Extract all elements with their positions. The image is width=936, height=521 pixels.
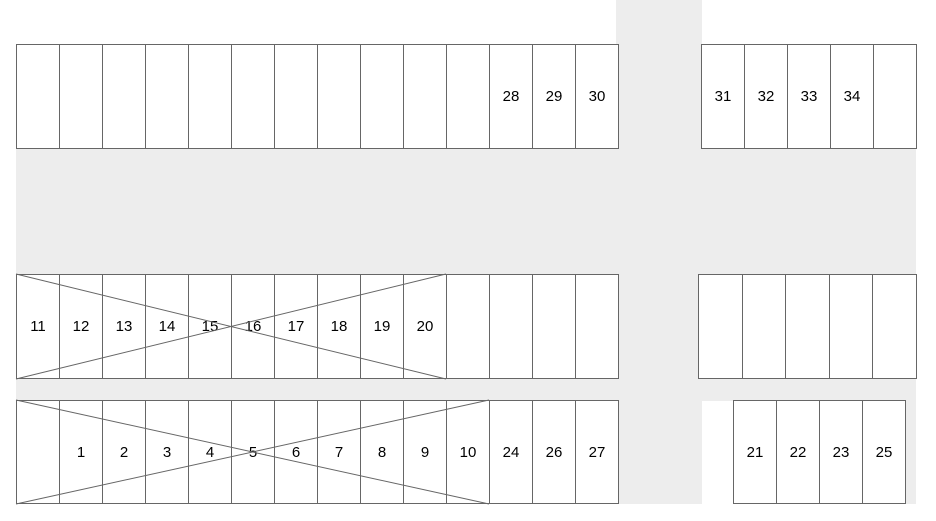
parking-stall-8: 8 bbox=[360, 400, 404, 504]
parking-stall-unnumbered bbox=[828, 274, 874, 379]
parking-stall-1: 1 bbox=[59, 400, 103, 504]
parking-stall-32: 32 bbox=[744, 44, 788, 149]
parking-stall-31: 31 bbox=[701, 44, 745, 149]
parking-stall-24: 24 bbox=[489, 400, 533, 504]
parking-stall-unnumbered bbox=[59, 44, 103, 149]
parking-stall-14: 14 bbox=[145, 274, 189, 379]
aisle-between-rows bbox=[16, 378, 916, 401]
parking-stall-5: 5 bbox=[231, 400, 275, 504]
parking-stall-29: 29 bbox=[532, 44, 576, 149]
parking-row-middle-right bbox=[698, 274, 917, 379]
parking-stall-unnumbered bbox=[16, 44, 60, 149]
parking-stall-9: 9 bbox=[403, 400, 447, 504]
parking-stall-11: 11 bbox=[16, 274, 60, 379]
parking-stall-18: 18 bbox=[317, 274, 361, 379]
parking-stall-unnumbered bbox=[575, 274, 619, 379]
parking-stall-33: 33 bbox=[787, 44, 831, 149]
parking-stall-25: 25 bbox=[862, 400, 906, 504]
parking-stall-7: 7 bbox=[317, 400, 361, 504]
parking-stall-27: 27 bbox=[575, 400, 619, 504]
parking-stall-unnumbered bbox=[188, 44, 232, 149]
parking-stall-17: 17 bbox=[274, 274, 318, 379]
parking-stall-4: 4 bbox=[188, 400, 232, 504]
parking-stall-30: 30 bbox=[575, 44, 619, 149]
parking-stall-unnumbered bbox=[446, 44, 490, 149]
parking-stall-unnumbered bbox=[102, 44, 146, 149]
parking-stall-unnumbered bbox=[403, 44, 447, 149]
parking-stall-unnumbered bbox=[446, 274, 490, 379]
parking-stall-unnumbered bbox=[16, 400, 60, 504]
parking-stall-unnumbered bbox=[231, 44, 275, 149]
parking-stall-unnumbered bbox=[274, 44, 318, 149]
parking-stall-21: 21 bbox=[733, 400, 777, 504]
driveway-horizontal bbox=[16, 148, 916, 275]
parking-stall-unnumbered bbox=[532, 274, 576, 379]
parking-stall-23: 23 bbox=[819, 400, 863, 504]
parking-stall-3: 3 bbox=[145, 400, 189, 504]
parking-stall-unnumbered bbox=[741, 274, 787, 379]
parking-stall-6: 6 bbox=[274, 400, 318, 504]
parking-stall-unnumbered bbox=[785, 274, 830, 379]
parking-stall-19: 19 bbox=[360, 274, 404, 379]
parking-stall-2: 2 bbox=[102, 400, 146, 504]
parking-stall-34: 34 bbox=[830, 44, 874, 149]
right-edge-paving bbox=[905, 378, 916, 504]
parking-stall-unnumbered bbox=[873, 44, 917, 149]
parking-stall-unnumbered bbox=[145, 44, 189, 149]
parking-stall-26: 26 bbox=[532, 400, 576, 504]
parking-stall-20: 20 bbox=[403, 274, 447, 379]
parking-stall-12: 12 bbox=[59, 274, 103, 379]
parking-stall-16: 16 bbox=[231, 274, 275, 379]
parking-stall-unnumbered bbox=[317, 44, 361, 149]
parking-stall-unnumbered bbox=[872, 274, 917, 379]
parking-stall-15: 15 bbox=[188, 274, 232, 379]
parking-stall-28: 28 bbox=[489, 44, 533, 149]
parking-stall-22: 22 bbox=[776, 400, 820, 504]
parking-stall-unnumbered bbox=[489, 274, 533, 379]
parking-stall-13: 13 bbox=[102, 274, 146, 379]
parking-stall-unnumbered bbox=[360, 44, 404, 149]
parking-stall-unnumbered bbox=[698, 274, 743, 379]
parking-stall-10: 10 bbox=[446, 400, 490, 504]
